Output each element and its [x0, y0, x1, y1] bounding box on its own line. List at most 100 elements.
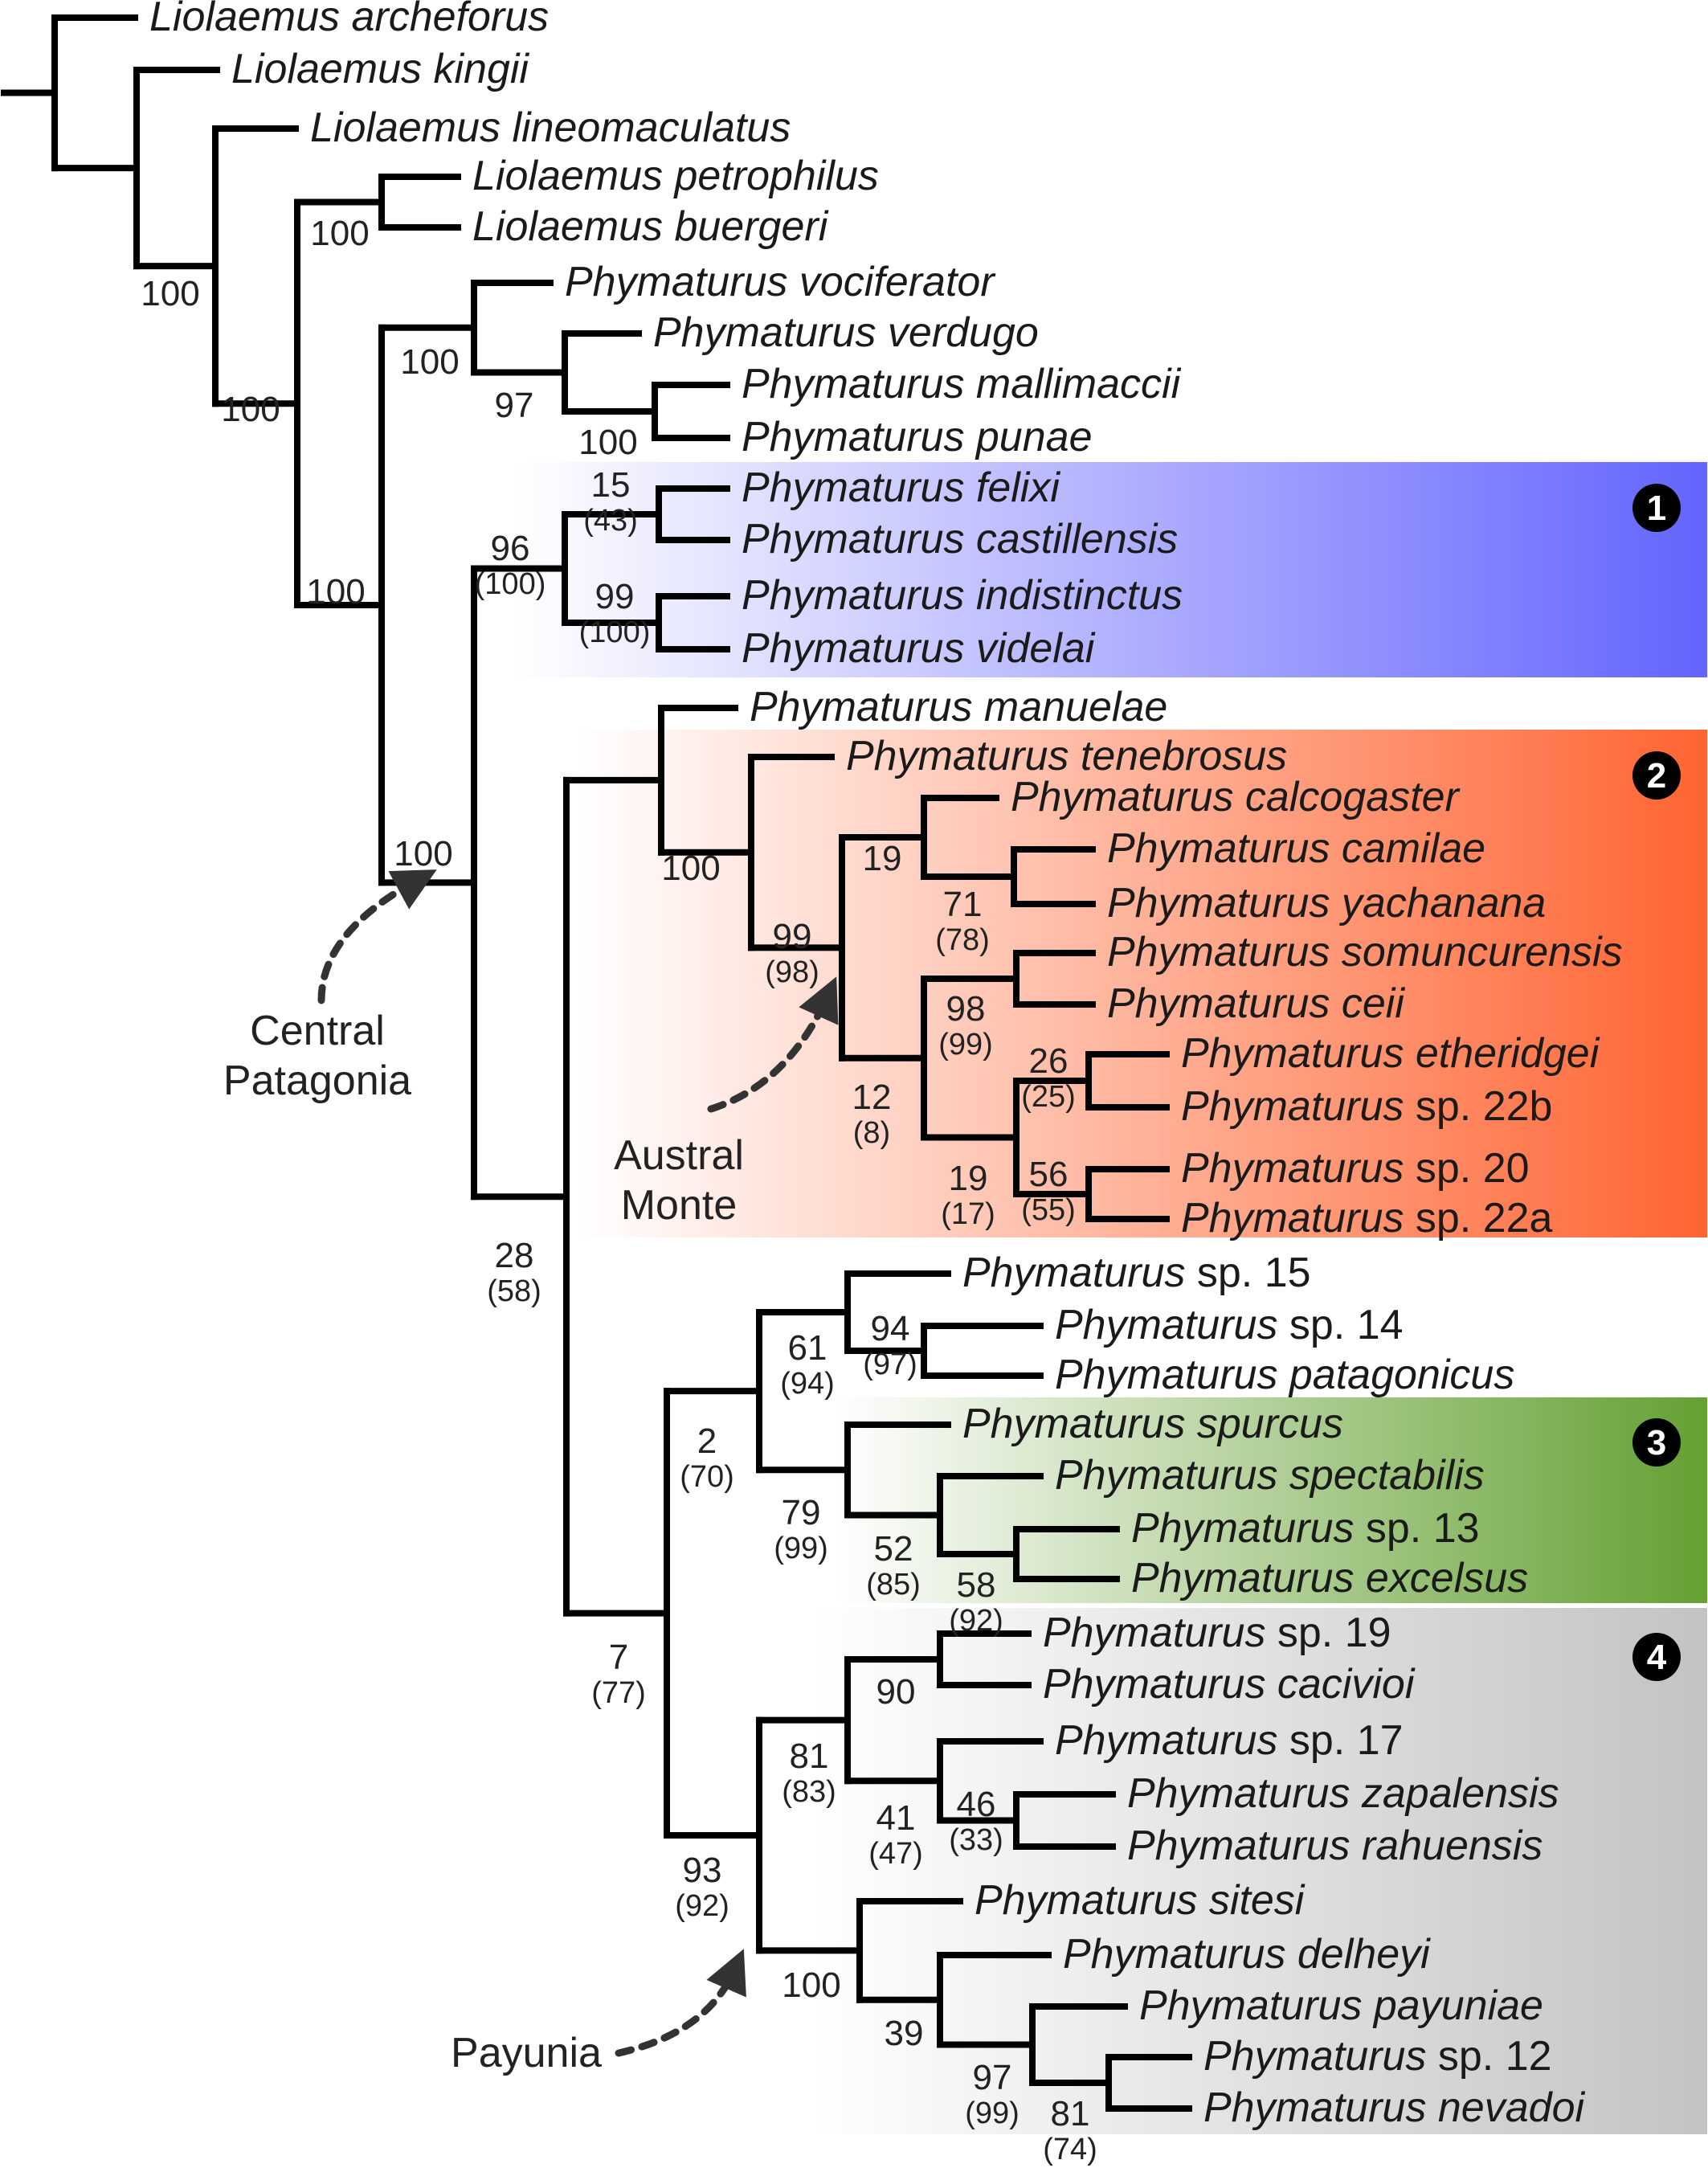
taxon-label-rahuensis: Phymaturus rahuensis [1127, 1822, 1543, 1869]
taxon-label-kingii: Liolaemus kingii [231, 46, 529, 92]
taxon-label-nevadoi: Phymaturus nevadoi [1203, 2084, 1585, 2131]
taxon-genus: Phymaturus [975, 1877, 1209, 1924]
support-sp12_nevadoi-secondary: (74) [1043, 2133, 1097, 2166]
clade-2-band [578, 730, 1707, 1237]
support-sp15_clade: 61 [788, 1328, 827, 1368]
taxon-label-mallimaccii: Phymaturus mallimaccii [742, 361, 1182, 407]
taxon-genus: Phymaturus [742, 414, 976, 460]
taxon-genus: Phymaturus [565, 259, 799, 305]
support-verdugo_clade: 97 [495, 386, 534, 425]
taxon-genus: Phymaturus [1131, 1555, 1366, 1601]
clade-1-badge [1632, 484, 1681, 532]
support-felixi_cast: 15 [591, 465, 631, 505]
taxon-epithet: sp. 17 [1289, 1717, 1404, 1764]
taxon-label-cacivioi: Phymaturus cacivioi [1043, 1661, 1416, 1708]
region-label-central: Patagonia [223, 1057, 411, 1104]
taxon-epithet: punae [975, 414, 1093, 460]
taxon-genus: Liolaemus [472, 203, 674, 250]
taxon-genus: Phymaturus [1139, 1982, 1374, 2029]
support-clade1-secondary: (100) [475, 567, 546, 601]
taxon-genus: Phymaturus [962, 1250, 1197, 1296]
taxon-label-delheyi: Phymaturus delheyi [1063, 1931, 1431, 1978]
taxon-epithet: somuncurensis [1342, 929, 1623, 976]
support-indist_videlai-secondary: (100) [579, 616, 651, 649]
taxon-label-tenebrosus: Phymaturus tenebrosus [846, 733, 1287, 779]
support-somun_sp20: 12 [852, 1078, 892, 1117]
support-camilae_yachanana-secondary: (78) [935, 923, 990, 957]
support-austral_payunia: 28 [495, 1236, 534, 1275]
support-delheyi_clade: 39 [885, 2014, 924, 2053]
taxon-label-sp22b: Phymaturus sp. 22b [1181, 1083, 1552, 1130]
support-sp19_sp17: 81 [790, 1736, 829, 1776]
taxon-genus: Phymaturus [1107, 880, 1342, 927]
taxon-genus: Phymaturus [1011, 774, 1245, 820]
region-label-payunia: Payunia [451, 2030, 602, 2076]
taxon-epithet: archeforus [351, 0, 549, 40]
taxon-epithet: sp. 14 [1289, 1302, 1404, 1348]
taxon-epithet: indistinctus [976, 572, 1183, 619]
support-zapal_rahu-secondary: (33) [949, 1823, 1003, 1857]
support-ether_22b: 26 [1029, 1041, 1069, 1081]
clade-3-badge [1632, 1418, 1681, 1466]
taxon-label-zapalensis: Phymaturus zapalensis [1127, 1770, 1559, 1817]
taxon-epithet: nevadoi [1438, 2084, 1586, 2131]
taxon-genus: Phymaturus [742, 516, 976, 562]
taxon-genus: Phymaturus [1107, 825, 1342, 872]
taxon-epithet: buergeri [674, 203, 828, 250]
support-sp17_clade: 41 [876, 1798, 916, 1838]
taxon-genus: Phymaturus [1043, 1661, 1277, 1708]
taxon-epithet: excelsus [1366, 1555, 1528, 1601]
taxon-epithet: verdugo [888, 309, 1039, 356]
support-spectabilis_clade: 52 [874, 1529, 913, 1569]
taxon-label-somuncurensis: Phymaturus somuncurensis [1107, 929, 1623, 976]
taxon-label-archeforus: Liolaemus archeforus [149, 0, 549, 40]
taxon-epithet: kingii [433, 46, 529, 92]
taxon-label-sitesi: Phymaturus sitesi [975, 1877, 1306, 1924]
support-sp15_spurcus: 2 [697, 1421, 717, 1461]
clade-3-badge-label: 3 [1647, 1423, 1666, 1462]
taxon-label-patagonicus: Phymaturus patagonicus [1055, 1352, 1514, 1398]
clade-2-badge [1632, 751, 1681, 800]
support-ether_sp20: 19 [949, 1159, 988, 1198]
taxon-label-spectabilis: Phymaturus spectabilis [1055, 1452, 1485, 1499]
region-label-austral: Austral [614, 1132, 744, 1179]
support-clade1: 96 [491, 529, 530, 568]
taxon-epithet: rahuensis [1362, 1822, 1543, 1869]
support-somun_ceii: 98 [946, 989, 986, 1029]
taxon-label-petrophilus: Liolaemus petrophilus [472, 153, 879, 199]
support-spectabilis_clade-secondary: (85) [866, 1568, 921, 1601]
support-values: 1001001001009710010015(43)99(100)96(100)… [141, 214, 1097, 2166]
taxon-label-spurcus: Phymaturus spurcus [962, 1401, 1343, 1447]
taxon-epithet: tenebrosus [1081, 733, 1287, 779]
taxon-genus: Liolaemus [472, 153, 674, 199]
taxon-label-videlai: Phymaturus videlai [742, 625, 1096, 672]
taxon-label-sp12: Phymaturus sp. 12 [1203, 2033, 1552, 2080]
support-sp14_patag-secondary: (97) [863, 1348, 917, 1381]
taxon-epithet: etheridgei [1416, 1030, 1600, 1077]
taxon-genus: Liolaemus [231, 46, 433, 92]
support-sp20_22a: 56 [1029, 1155, 1069, 1194]
taxon-label-sp20: Phymaturus sp. 20 [1181, 1145, 1530, 1192]
support-austral_payunia-secondary: (58) [487, 1274, 541, 1308]
taxon-epithet: vociferator [799, 259, 996, 305]
support-petro_buerg: 100 [310, 214, 369, 253]
taxon-epithet: videlai [976, 625, 1096, 672]
taxon-genus: Phymaturus [1107, 929, 1342, 976]
region-arrow-central [317, 869, 437, 1004]
taxon-genus: Phymaturus [1055, 1352, 1289, 1398]
support-clade4-secondary: (92) [675, 1889, 729, 1923]
taxon-label-castillensis: Phymaturus castillensis [742, 516, 1178, 562]
support-sp14_patag: 94 [871, 1309, 910, 1348]
taxon-epithet: sp. 15 [1197, 1250, 1311, 1296]
support-camilae_yachanana: 71 [943, 885, 983, 924]
taxon-epithet: ceii [1342, 980, 1405, 1027]
clade-4-badge [1632, 1633, 1681, 1681]
taxon-genus: Phymaturus [1181, 1195, 1416, 1241]
support-sp12_nevadoi: 81 [1051, 2094, 1090, 2133]
taxon-genus: Liolaemus [310, 104, 512, 151]
taxon-genus: Phymaturus [653, 309, 888, 356]
taxon-label-etheridgei: Phymaturus etheridgei [1181, 1030, 1600, 1077]
taxon-epithet: sitesi [1209, 1877, 1306, 1924]
taxon-epithet: castillensis [976, 516, 1178, 562]
